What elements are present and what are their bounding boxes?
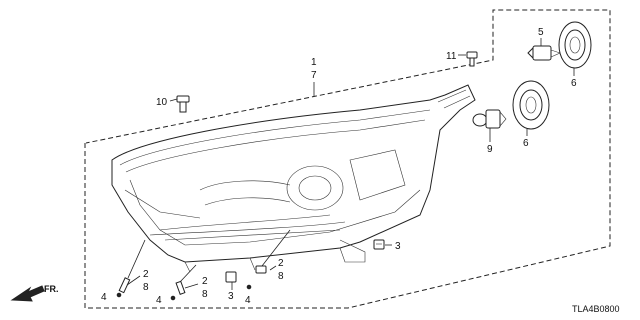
dust-cap-upper — [558, 21, 592, 69]
callout-5: 5 — [538, 27, 544, 38]
leader-lines — [126, 38, 575, 290]
callout-2-right: 2 — [278, 258, 284, 269]
direction-label: FR. — [44, 284, 59, 294]
callout-labels: 1 7 11 10 5 6 6 9 3 3 2 8 2 8 2 8 4 4 4 — [101, 27, 577, 306]
screw-middle — [170, 280, 186, 301]
callout-6-upper: 6 — [571, 78, 577, 89]
bulb-lower — [472, 109, 507, 129]
diagram-code: TLA4B0800 — [572, 304, 620, 314]
callout-9: 9 — [487, 144, 493, 155]
callout-4-left: 4 — [101, 292, 107, 303]
bulb-socket-upper — [527, 45, 561, 61]
screw-right — [246, 265, 267, 290]
callout-6-lower: 6 — [523, 138, 529, 149]
callout-7: 7 — [311, 70, 317, 81]
front-direction-arrow: FR. — [10, 284, 59, 302]
callout-2-left: 2 — [143, 269, 149, 280]
callout-8-left: 8 — [143, 282, 149, 293]
bolt-10 — [176, 95, 190, 113]
clip-right — [373, 239, 385, 250]
callout-8-middle: 8 — [202, 289, 208, 300]
callout-4-middle: 4 — [156, 295, 162, 306]
callout-4-right: 4 — [245, 295, 251, 306]
callout-10: 10 — [156, 97, 168, 108]
assembly-boundary — [84, 9, 611, 309]
callout-11: 11 — [446, 51, 457, 62]
callout-1: 1 — [311, 57, 317, 68]
clip-middle — [225, 271, 237, 283]
dust-cap-lower — [512, 80, 550, 130]
headlight-housing — [111, 84, 476, 273]
callout-3-right: 3 — [395, 241, 401, 252]
callout-2-middle: 2 — [202, 276, 208, 287]
screw-left — [116, 277, 131, 298]
callout-8-right: 8 — [278, 271, 284, 282]
callout-3-middle: 3 — [228, 291, 234, 302]
bolt-11 — [466, 51, 478, 67]
